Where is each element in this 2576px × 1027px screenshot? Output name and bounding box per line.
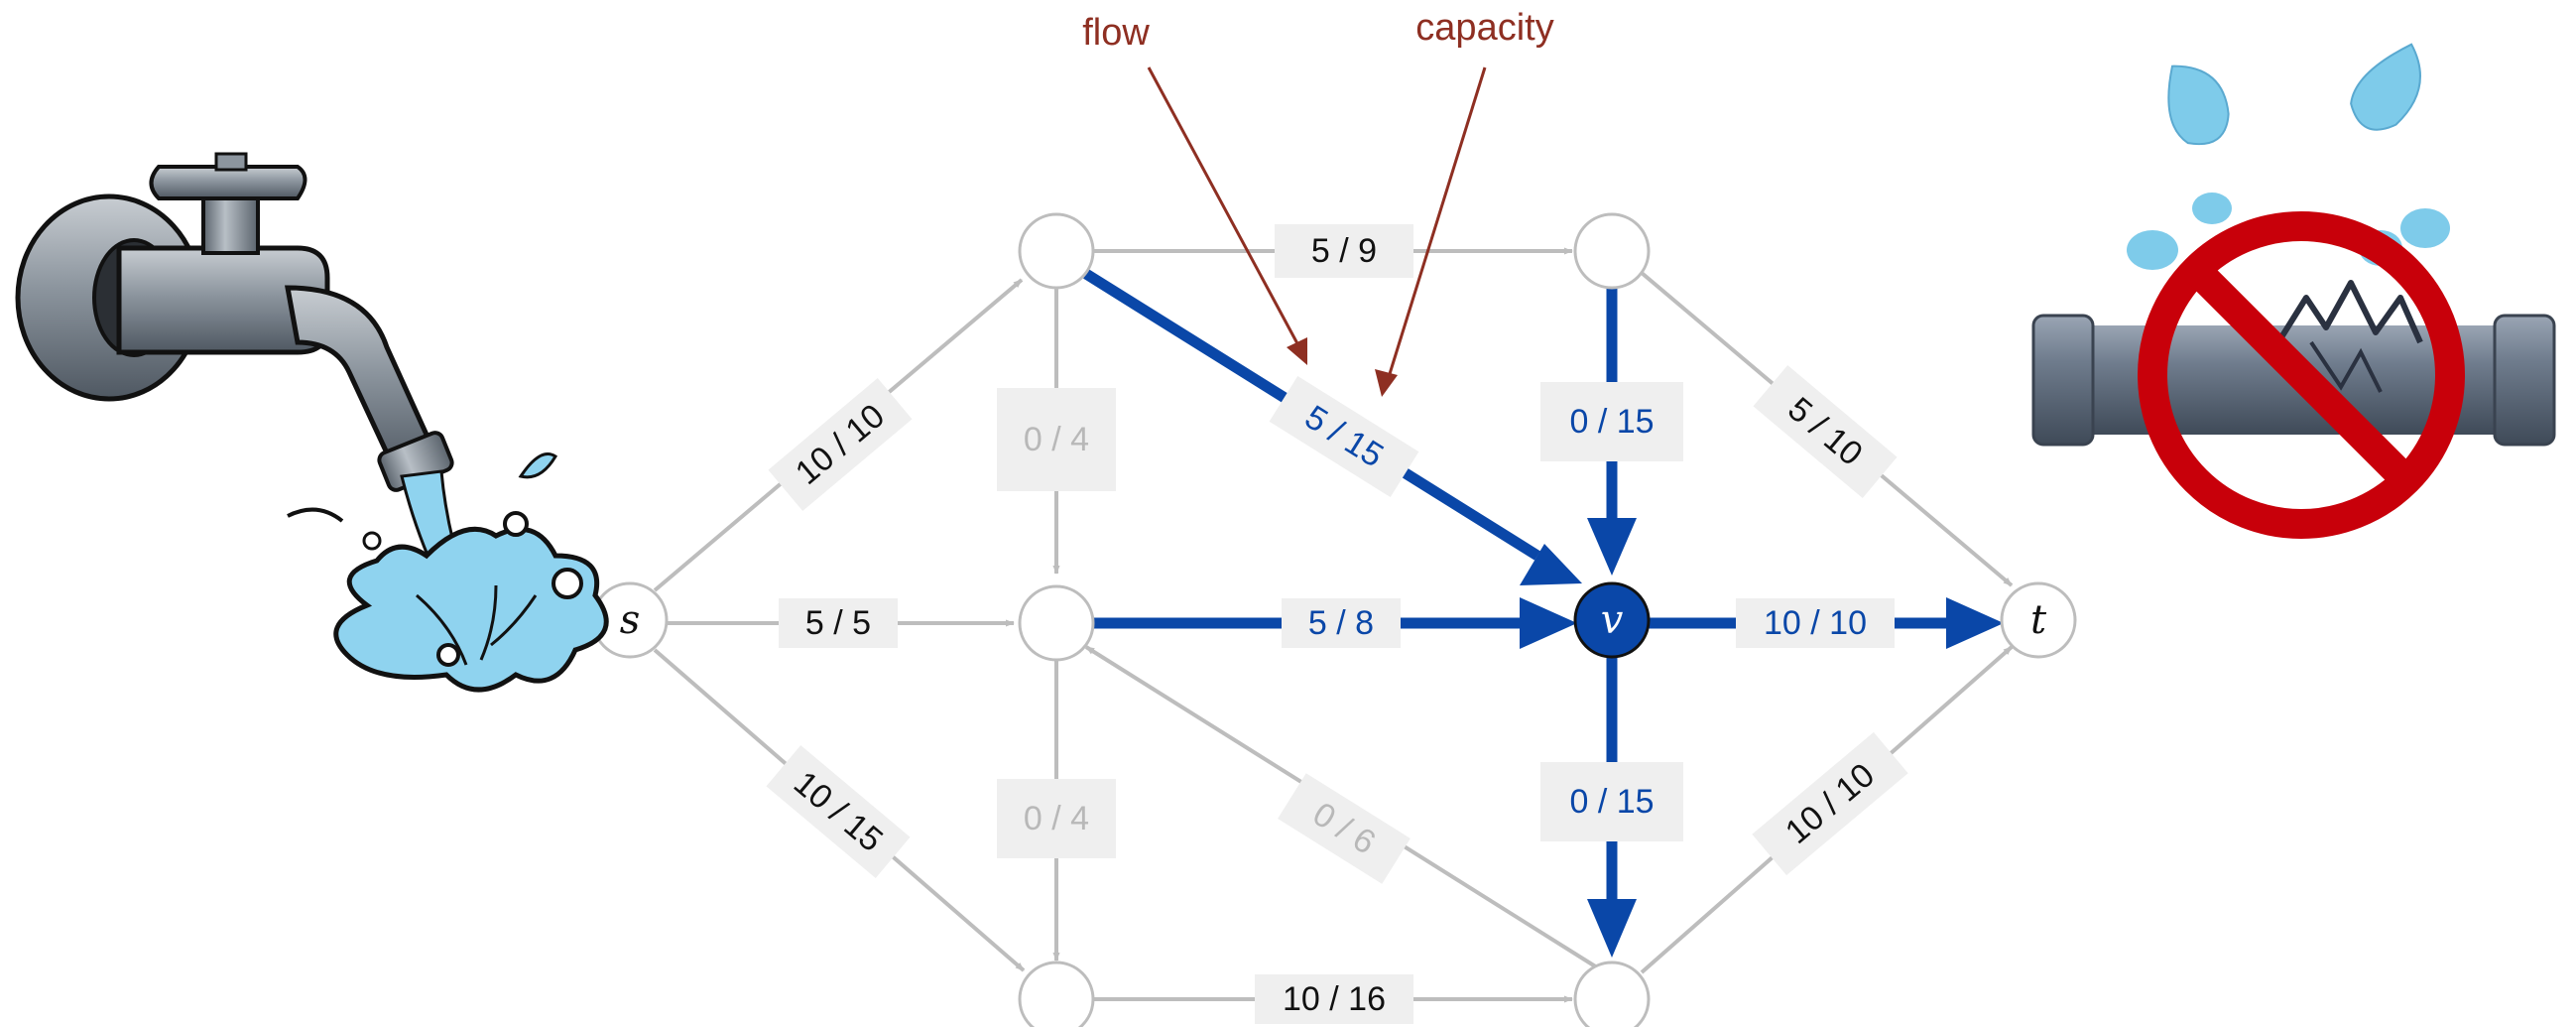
label-a-c: 0 / 4 xyxy=(997,388,1116,491)
label-s-c: 5 / 5 xyxy=(779,598,898,648)
label-b-v: 0 / 15 xyxy=(1540,382,1683,461)
svg-text:t: t xyxy=(2030,597,2047,643)
annotations: flow capacity xyxy=(1082,7,1554,397)
label-a-b: 5 / 9 xyxy=(1275,224,1413,278)
annotation-capacity: capacity xyxy=(1415,7,1553,49)
label-c-d: 0 / 4 xyxy=(997,779,1116,858)
node-a xyxy=(1018,212,1095,290)
label-a-v: 5 / 15 xyxy=(1269,375,1419,498)
edge-labels: 5 / 9 10 / 10 0 / 4 5 / 15 0 / 15 5 / 10… xyxy=(766,224,1908,1024)
svg-text:5 / 5: 5 / 5 xyxy=(805,604,871,642)
svg-text:0 / 15: 0 / 15 xyxy=(1569,783,1654,821)
flow-arrowheads xyxy=(1520,518,2004,958)
node-s: s xyxy=(591,581,669,659)
arrowhead-b-v xyxy=(1587,518,1637,576)
svg-text:s: s xyxy=(620,597,641,643)
svg-text:0 / 15: 0 / 15 xyxy=(1569,403,1654,441)
svg-text:10 / 16: 10 / 16 xyxy=(1283,980,1386,1018)
label-e-t: 10 / 10 xyxy=(1752,731,1908,876)
arrowhead-v-t xyxy=(1946,597,2004,649)
annotation-flow-arrowhead xyxy=(1287,337,1307,365)
svg-text:v: v xyxy=(1601,597,1624,643)
label-s-a: 10 / 10 xyxy=(768,378,913,511)
nodes: s v t xyxy=(591,212,2077,1027)
label-v-t: 10 / 10 xyxy=(1736,598,1895,648)
label-b-t: 5 / 10 xyxy=(1753,365,1898,498)
arrowhead-c-v xyxy=(1520,597,1577,649)
node-c xyxy=(1018,584,1095,662)
node-d xyxy=(1018,961,1095,1027)
label-s-d: 10 / 15 xyxy=(766,745,911,878)
node-b xyxy=(1573,212,1651,290)
arrowhead-a-v xyxy=(1520,544,1582,585)
no-sign-icon xyxy=(2138,211,2465,539)
svg-text:5 / 8: 5 / 8 xyxy=(1308,604,1374,642)
annotation-flow: flow xyxy=(1082,12,1150,54)
svg-text:0 / 4: 0 / 4 xyxy=(1024,800,1089,837)
label-c-v: 5 / 8 xyxy=(1282,598,1401,648)
annotation-capacity-pointer xyxy=(1387,66,1487,378)
arrowhead-v-e xyxy=(1587,899,1637,958)
label-v-e: 0 / 15 xyxy=(1540,762,1683,841)
svg-text:5 / 9: 5 / 9 xyxy=(1311,232,1377,270)
label-d-e: 10 / 16 xyxy=(1255,974,1413,1024)
node-t: t xyxy=(2000,581,2077,659)
node-e xyxy=(1573,961,1651,1027)
node-v: v xyxy=(1573,581,1651,659)
label-e-c: 0 / 6 xyxy=(1278,773,1411,884)
annotation-capacity-arrowhead xyxy=(1375,369,1398,397)
svg-text:0 / 4: 0 / 4 xyxy=(1024,421,1089,458)
annotation-flow-pointer xyxy=(1147,66,1301,348)
svg-text:10 / 10: 10 / 10 xyxy=(1764,604,1867,642)
faucet-icon xyxy=(15,152,609,693)
